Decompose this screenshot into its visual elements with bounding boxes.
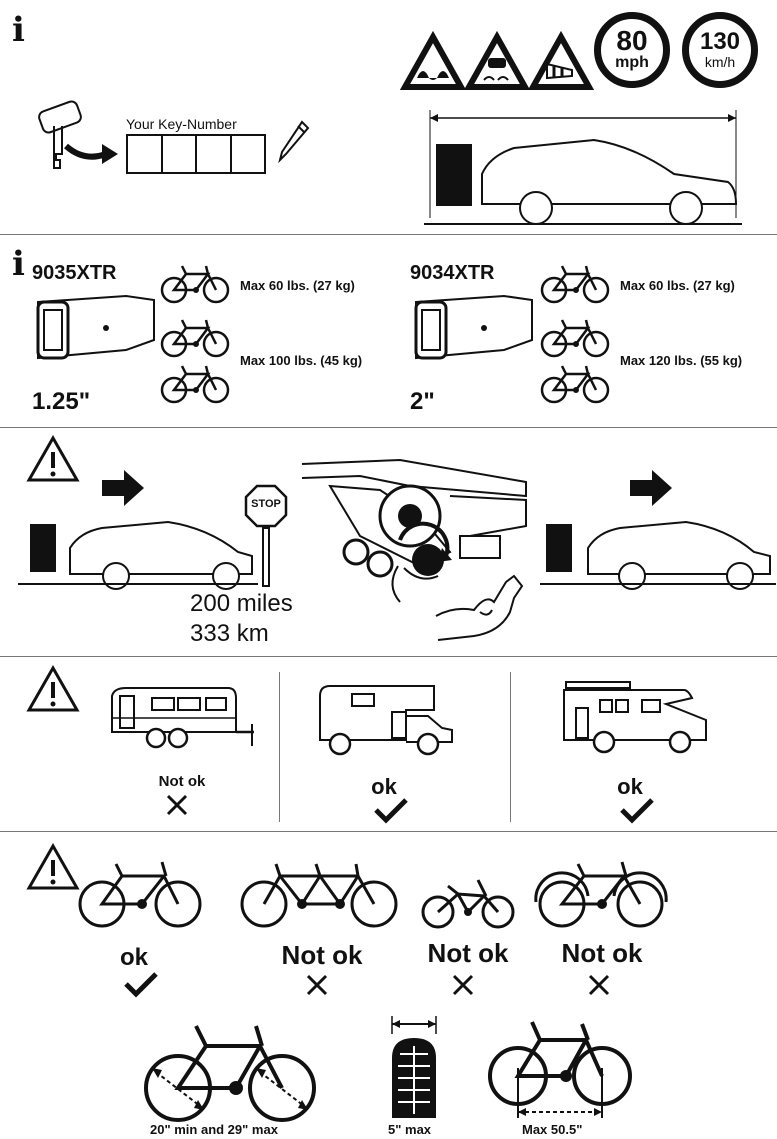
warning-icon [26, 664, 80, 712]
model-name-left: 9035XTR [32, 262, 117, 284]
speed-value: 130 [699, 28, 741, 55]
truck-camper-icon [319, 685, 453, 756]
verdict-tandem-bike: Not ok [281, 940, 363, 970]
key-icon [38, 100, 82, 169]
vertical-divider [510, 672, 511, 822]
vertical-divider [279, 672, 280, 822]
cross-icon [588, 974, 610, 996]
stop-sign-icon [244, 484, 288, 587]
distance-miles: 200 miles [190, 590, 293, 617]
crosswind-warning-sign [527, 30, 595, 90]
hitch-size-left: 1.25" [32, 388, 91, 415]
wheelbase-label: Max 50.5" [522, 1122, 583, 1137]
tandem-bike-icon [240, 863, 398, 928]
strong-arm-icon [435, 574, 524, 641]
bike-icon [540, 365, 610, 404]
divider [0, 234, 777, 235]
speed-value: 80 [616, 25, 648, 56]
hitch-receiver-icon [36, 294, 155, 360]
checkmark-icon [124, 972, 158, 998]
pen-icon [278, 120, 310, 164]
stop-sign-label: STOP [251, 498, 281, 510]
verdict-fender-bike: Not ok [561, 938, 643, 968]
car-with-rack-icon [540, 520, 776, 590]
bump-warning-sign [399, 30, 467, 90]
travel-trailer-icon [111, 687, 254, 749]
divider [0, 427, 777, 428]
bike-icon [160, 319, 230, 358]
kids-bike-icon [421, 879, 515, 929]
bike-icon [160, 265, 230, 304]
key-number-boxes[interactable] [126, 134, 266, 174]
cross-icon [306, 974, 328, 996]
info-icon: i [12, 244, 25, 284]
checkmark-icon [374, 798, 408, 824]
max-weight-right-2: Max 120 lbs. (55 kg) [620, 353, 743, 368]
verdict-standard-bike: ok [119, 944, 148, 971]
speed-unit: mph [615, 54, 649, 71]
speed-unit: km/h [704, 54, 736, 70]
car-with-rack-icon [18, 520, 258, 590]
max-weight-right-1: Max 60 lbs. (27 kg) [620, 278, 735, 293]
warning-icon [26, 434, 80, 482]
verdict-trailer: Not ok [158, 773, 206, 790]
distance-km: 333 km [190, 620, 269, 647]
cross-icon [166, 794, 188, 816]
verdict-kids-bike: Not ok [427, 938, 509, 968]
motorhome-icon [563, 681, 707, 754]
tighten-knob-illustration [301, 458, 527, 603]
vehicle-length-diagram [424, 110, 742, 225]
hitch-size-right: 2" [410, 388, 435, 415]
wheel-size-label: 20" min and 29" max [150, 1122, 278, 1137]
cross-icon [452, 974, 474, 996]
fender-bike-icon [534, 861, 668, 928]
key-number-label: Your Key-Number [126, 116, 237, 132]
model-name-right: 9034XTR [410, 262, 495, 284]
max-weight-left-1: Max 60 lbs. (27 kg) [240, 278, 355, 293]
right-arrow-icon [630, 470, 672, 506]
verdict-camper: ok [371, 774, 397, 799]
info-icon: i [12, 10, 25, 50]
arrow-icon [64, 143, 118, 164]
tire-width-label: 5" max [388, 1122, 432, 1137]
right-arrow-icon [102, 470, 144, 506]
wheelbase-diagram [488, 1021, 632, 1118]
slippery-road-warning-sign [463, 30, 531, 90]
bike-icon [160, 365, 230, 404]
bike-icon [540, 265, 610, 304]
wheel-size-diagram [144, 1025, 316, 1122]
divider [0, 831, 777, 832]
checkmark-icon [620, 798, 654, 824]
speed-limit-sign-mph: 80 mph [594, 12, 670, 88]
verdict-motorhome: ok [617, 774, 643, 799]
max-weight-left-2: Max 100 lbs. (45 kg) [240, 353, 363, 368]
tire-width-diagram [391, 1016, 437, 1118]
hitch-receiver-icon [414, 294, 533, 360]
divider [0, 656, 777, 657]
speed-limit-sign-kmh: 130 km/h [682, 12, 758, 88]
bike-icon [540, 319, 610, 358]
warning-icon [26, 842, 80, 890]
standard-bike-icon [78, 861, 202, 928]
